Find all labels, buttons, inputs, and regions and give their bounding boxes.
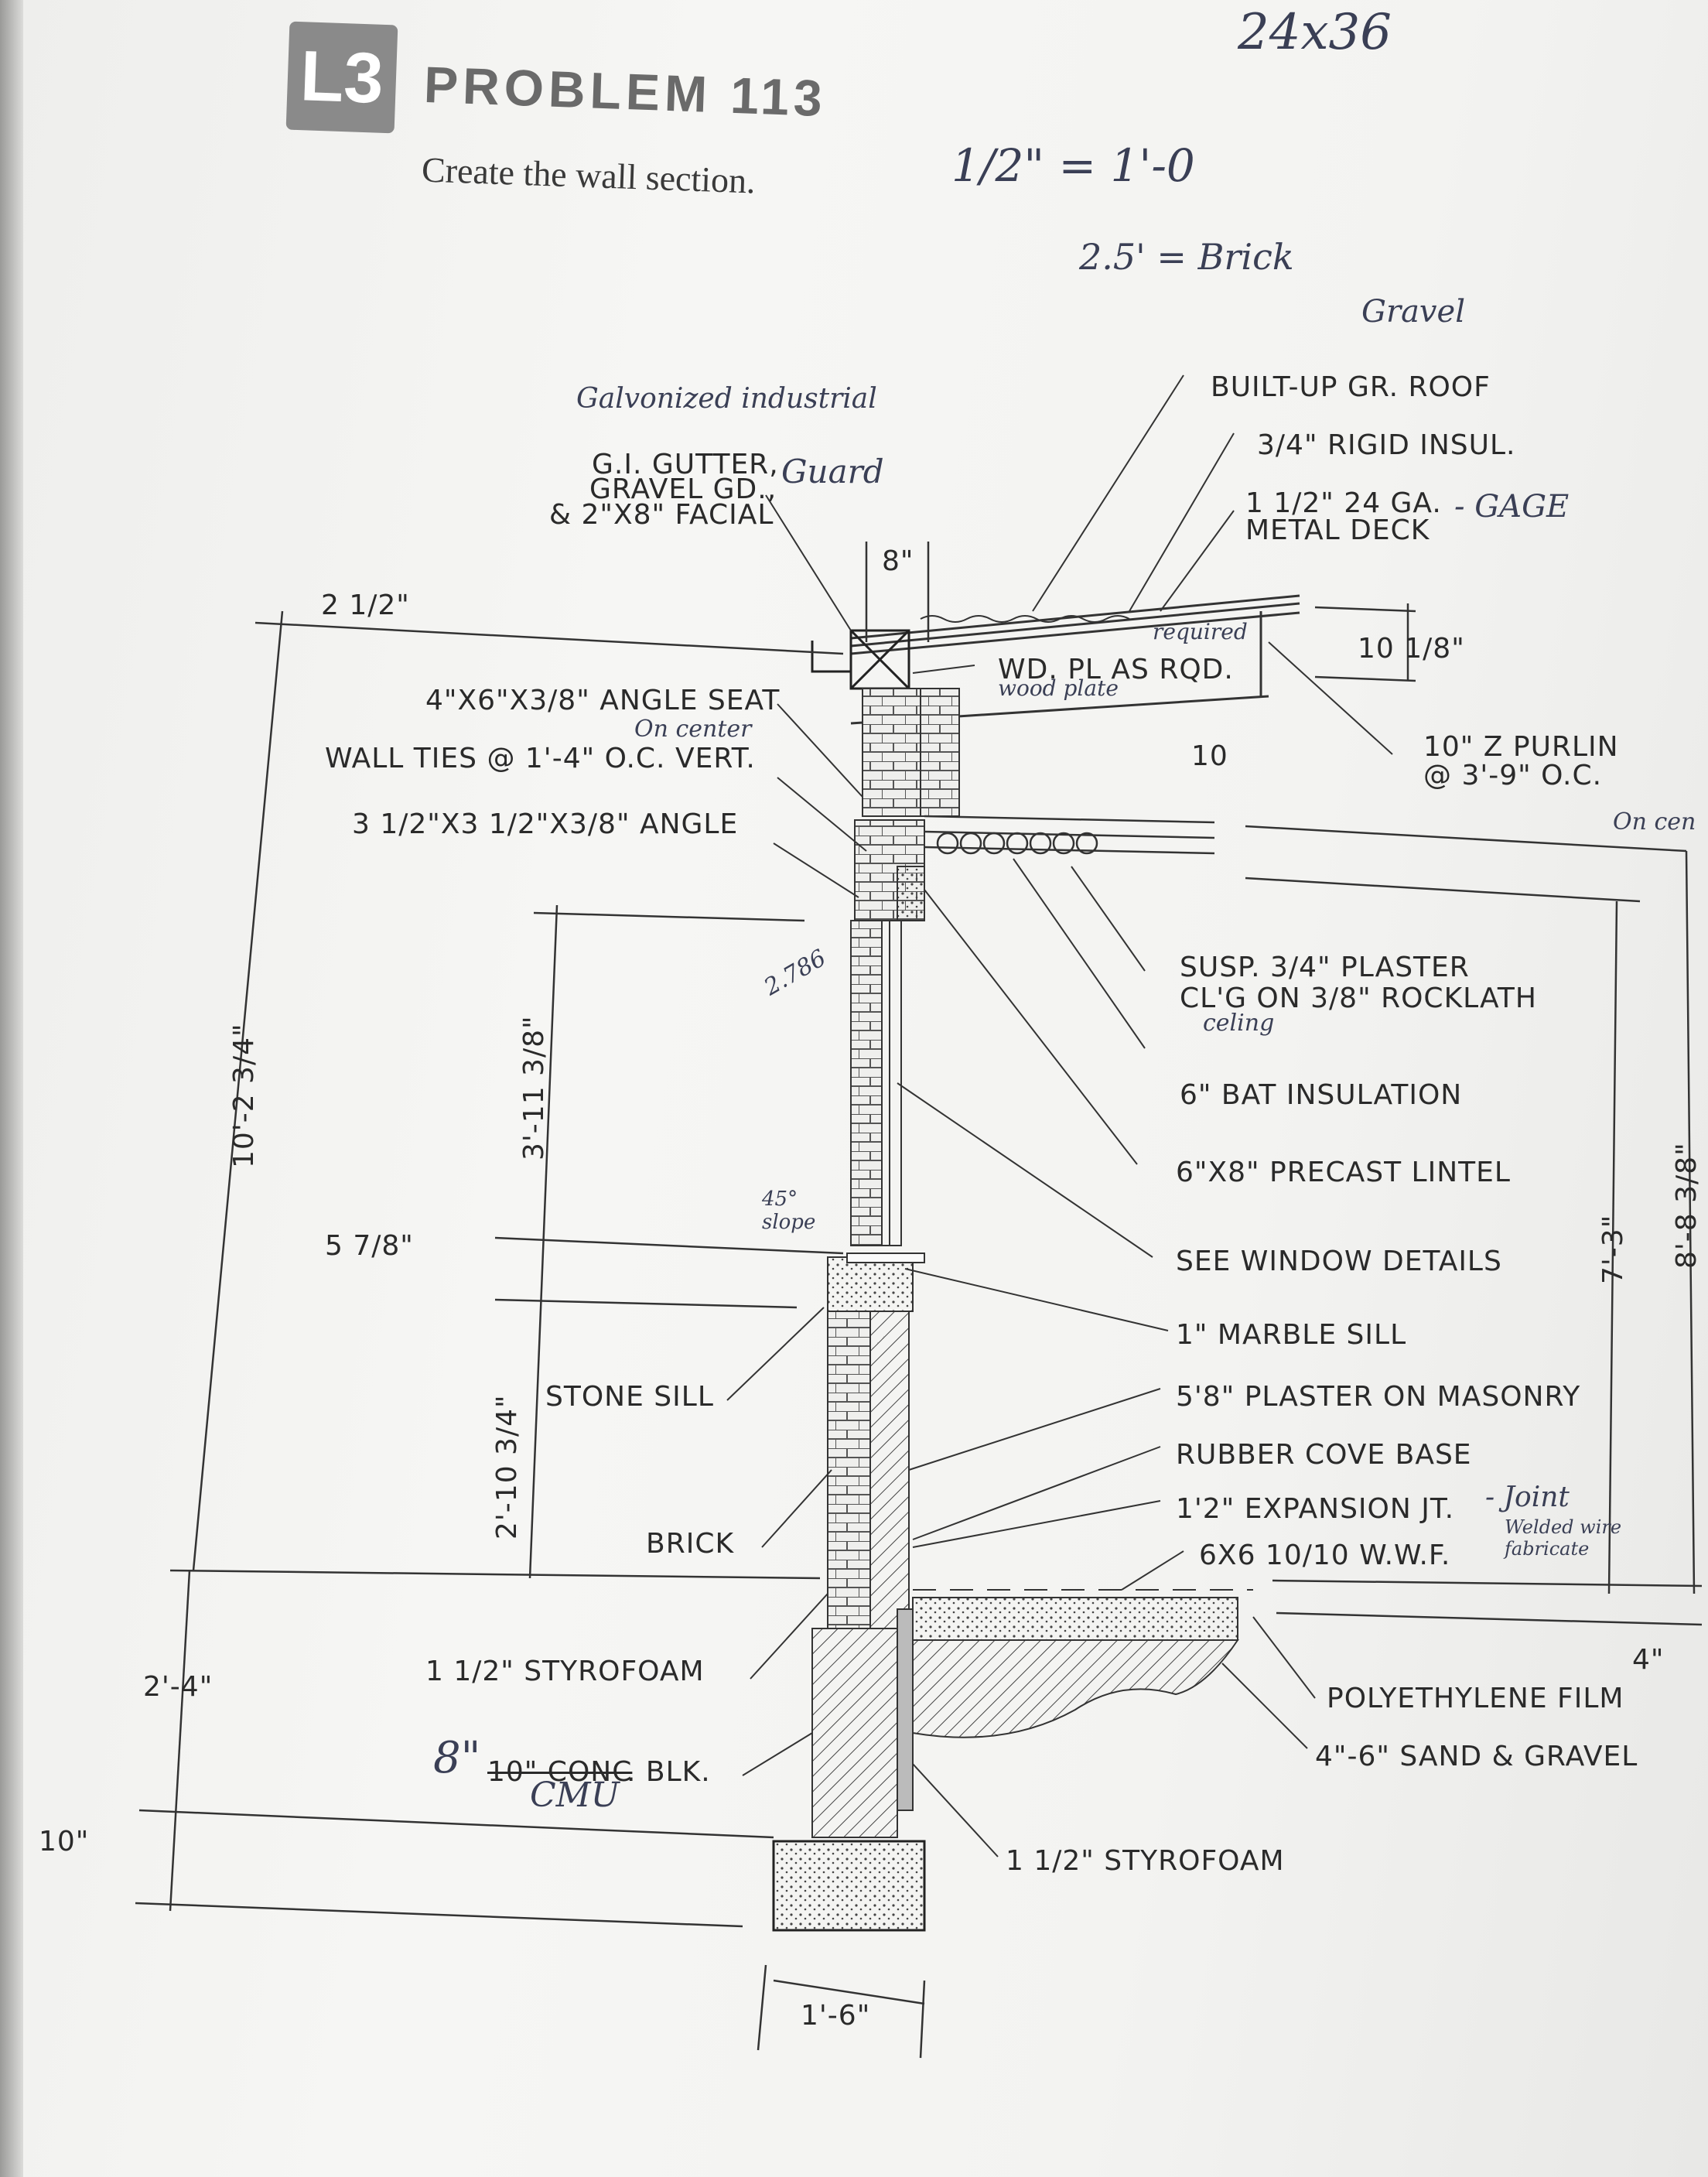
marble-sill-shape <box>846 1253 925 1263</box>
precast-lintel <box>897 866 925 921</box>
hw-ceiling: celing <box>1203 1010 1275 1037</box>
label-brick: BRICK <box>646 1528 735 1560</box>
label-built-up-roof: BUILT-UP GR. ROOF <box>1211 371 1491 403</box>
label-expansion: 1'2" EXPANSION JT. <box>1176 1493 1455 1525</box>
label-styrofoam-2: 1 1/2" STYROFOAM <box>1006 1845 1285 1877</box>
dim-10: 10 <box>1191 740 1228 772</box>
label-stone-sill: STONE SILL <box>545 1381 714 1413</box>
dim-5-7-8: 5 7/8" <box>325 1230 414 1262</box>
dim-3-11-3-8: 3'-11 3/8" <box>518 1015 550 1160</box>
dim-10-2-3-4: 10'-2 3/4" <box>228 1023 260 1168</box>
label-metal-deck-2: METAL DECK <box>1245 514 1430 546</box>
hw-guard: Guard <box>781 453 884 490</box>
label-metal-deck-1: 1 1/2" 24 GA. <box>1245 487 1442 519</box>
label-wall-ties: WALL TIES @ 1'-4" O.C. VERT. <box>325 743 756 774</box>
label-conc-struck: 10" CONC <box>487 1756 633 1788</box>
label-styrofoam-1: 1 1/2" STYROFOAM <box>425 1656 705 1687</box>
ceiling-joists <box>924 815 1687 903</box>
footing <box>772 1840 926 1932</box>
sand-gravel-fill <box>912 1639 1239 1738</box>
dim-10-inch: 10" <box>39 1826 90 1857</box>
label-susp-2: CL'G ON 3/8" ROCKLATH <box>1180 983 1537 1014</box>
dim-10-1-8: 10 1/8" <box>1358 633 1465 665</box>
hw-slope: 45° slope <box>762 1188 816 1234</box>
brick-lower <box>827 1311 871 1629</box>
label-angle: 3 1/2"X3 1/2"X3/8" ANGLE <box>352 808 739 840</box>
styrofoam-lower <box>897 1608 914 1811</box>
hw-on-center-2: On cen <box>1613 808 1696 836</box>
stone-sill-shape <box>827 1256 914 1312</box>
hw-gage: - GAGE <box>1454 489 1570 525</box>
label-wd-pl: WD. PL AS RQD. <box>998 654 1234 685</box>
dim-1-6: 1'-6" <box>801 2000 871 2032</box>
label-wwf: 6X6 10/10 W.W.F. <box>1199 1540 1451 1571</box>
leader-lines <box>726 374 1393 1857</box>
cmu-upper <box>920 688 960 817</box>
label-sand-gravel: 4"-6" SAND & GRAVEL <box>1315 1741 1638 1772</box>
hw-8-inch: 8" <box>433 1733 481 1783</box>
label-rigid-insul: 3/4" RIGID INSUL. <box>1257 429 1516 461</box>
hw-sheet-size: 24x36 <box>1238 4 1392 61</box>
label-bat-insul: 6" BAT INSULATION <box>1180 1079 1463 1111</box>
gutter-fascia <box>811 629 910 690</box>
hw-joint: - Joint <box>1485 1482 1570 1513</box>
hw-on-center: On center <box>634 716 752 743</box>
window-frame <box>881 920 902 1246</box>
hw-gravel: Gravel <box>1361 294 1465 330</box>
label-cove-base: RUBBER COVE BASE <box>1176 1439 1472 1471</box>
slab <box>912 1597 1238 1641</box>
hw-scale: 1/2" = 1'-0 <box>951 139 1195 192</box>
label-gutter-3: & 2"X8" FACIAL <box>549 499 774 531</box>
label-blk: . BLK. <box>627 1756 711 1788</box>
hw-welded-wire: Welded wire fabricate <box>1505 1516 1622 1560</box>
label-marble-sill: 1" MARBLE SILL <box>1176 1319 1407 1351</box>
label-susp-1: SUSP. 3/4" PLASTER <box>1180 952 1470 983</box>
brick-upper <box>862 688 921 817</box>
label-gutter-1: G.I. GUTTER, <box>592 449 779 480</box>
label-plaster: 5'8" PLASTER ON MASONRY <box>1176 1381 1581 1413</box>
hw-galvanized: Galvonized industrial <box>576 383 877 415</box>
label-gutter-2: GRAVEL GD., <box>589 473 777 505</box>
dim-8-8-3-8: 8'-8 3/8" <box>1671 1142 1703 1269</box>
cmu-lower <box>869 1311 910 1629</box>
dim-8: 8" <box>882 545 914 577</box>
dim-7-3: 7'-3" <box>1597 1214 1629 1284</box>
page-edge-shadow <box>0 0 23 2177</box>
label-z-purlin-2: @ 3'-9" O.C. <box>1423 760 1603 791</box>
hw-brick-note: 2.5' = Brick <box>1079 236 1294 278</box>
dim-2-4: 2'-4" <box>143 1671 214 1703</box>
label-angle-seat: 4"X6"X3/8" ANGLE SEAT <box>425 685 781 716</box>
dim-2-half: 2 1/2" <box>321 590 410 621</box>
label-window: SEE WINDOW DETAILS <box>1176 1246 1502 1277</box>
label-lintel: 6"X8" PRECAST LINTEL <box>1176 1157 1511 1188</box>
reference-lines <box>135 606 1703 1928</box>
dimension-lines <box>169 542 1696 2059</box>
label-poly-film: POLYETHYLENE FILM <box>1327 1683 1624 1714</box>
hw-required: required <box>1153 619 1248 644</box>
hw-cmu: CMU <box>530 1775 620 1815</box>
dim-2-10-3-4: 2'-10 3/4" <box>491 1394 523 1540</box>
brick-at-window <box>850 920 883 1246</box>
dim-4: 4" <box>1632 1644 1665 1676</box>
hw-wood-plate: wood plate <box>998 675 1119 701</box>
label-z-purlin-1: 10" Z PURLIN <box>1423 731 1619 763</box>
foundation-cmu <box>811 1628 898 1838</box>
